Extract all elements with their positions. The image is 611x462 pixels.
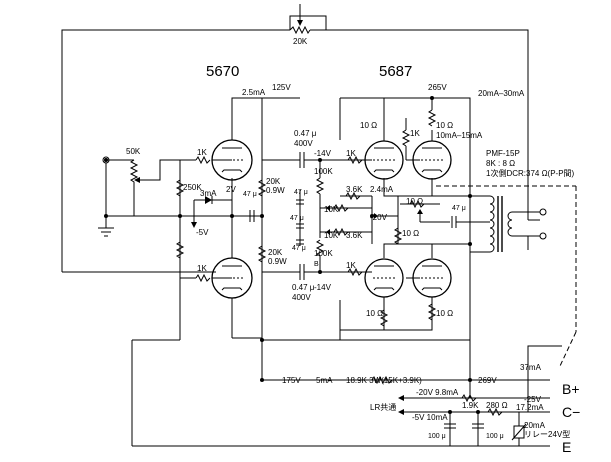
top-pot-label: 20K [293,37,308,46]
bias-pot1-label: 10K [324,205,339,214]
cap100b-label: 100 μ [486,433,504,440]
neg-bot-label: -14V [314,283,332,292]
cap-top-v: 400V [294,139,313,148]
driver-tube-top [211,110,253,181]
relay-current-label: 20mA [524,421,546,430]
b-resistor-label: 18.9K 3W(15K+3.9K) [346,376,422,385]
grid-leak-top-label: 100K [314,167,333,176]
output-wiring [339,97,490,340]
r280-label: 280 Ω [486,401,508,410]
driver-grid-r-top-label: 1K [197,148,207,157]
coupling-network [262,152,398,280]
grid-leak-label: 250K [183,183,202,192]
xfmr-model: PMF-15P [486,149,520,158]
bias-cap3-label: 47 μ [292,245,306,252]
cap100a-label: 100 μ [428,433,446,440]
neg-top-label: -14V [314,149,332,158]
driver-grid-r-bot [195,273,211,283]
grid-leak-resistor-2 [175,241,185,259]
out-cap-label: 47 μ [452,205,466,212]
driver-grid-r-bot-label: 1K [197,264,207,273]
grid-leak-bot-label: 100K [314,249,333,258]
relay-current-top: 37mA [520,363,542,372]
balance-r-label: 10 Ω [406,197,423,206]
lr-common-label: LR共通 [370,402,396,412]
cap-bot-v: 400V [292,293,311,302]
driver-cap-label: 47 μ [243,191,257,198]
grid-leak-resistor [175,179,185,197]
output-current-label: 20mA–30mA [478,89,525,98]
input-pot-label: 50K [126,147,141,156]
stopper-top-label: 10 Ω [360,121,377,130]
load-r-bot-label: 20K [268,248,283,257]
load-r-bot-w: 0.9W [268,257,287,266]
cap-bot-label: 0.47 μ [292,283,315,292]
marker-label: B [314,261,319,268]
tail-v-label: -20V [370,213,388,222]
screen-r-label: 1K [410,129,420,138]
cathode-r-top-current: 10mA–15mA [436,131,483,140]
cathode-r-bot-label: 10 Ω [436,309,453,318]
ref-v-label: -5V [196,228,209,237]
cathode-r-top-label: 10 Ω [436,121,453,130]
load-r-top [257,179,267,197]
bias-r2-label: 3.6K [346,231,363,240]
balance-r2-label: 10 Ω [402,229,419,238]
bias-diode [191,196,232,228]
output-transformer [470,195,547,253]
rail-label-e: E [562,439,571,455]
driver-wiring [106,97,300,380]
neg25-label: -25V [524,395,542,404]
bias-pot2-label: 10K [324,231,339,240]
b-plus-low-label: 269V [478,376,497,385]
driver-tube-bottom [211,257,253,338]
xfmr-dcr: 1次側DCR:374 Ω(P-P間) [486,168,575,178]
load-r-top-label: 20K [266,177,281,186]
power-rails [131,236,562,447]
b-current-label: 5mA [316,376,333,385]
output-tube-title: 5687 [379,63,412,80]
driver-grid-r-top [195,155,211,165]
driver-tube-title: 5670 [206,63,239,80]
load-r-top-w: 0.9W [266,186,285,195]
xfmr-ratio: 8K : 8 Ω [486,159,515,168]
r1k9-label: 1.9K [462,401,479,410]
stopper-bot-label: 10 Ω [366,309,383,318]
output-bv-label: 265V [428,83,447,92]
bias-r1-label: 3.6K [346,185,363,194]
top-feedback-wiring [61,4,529,273]
out-grid-r-top: 1K [346,149,356,158]
output-tube-bot-left [364,258,404,298]
neg20-label: -20V 9.8mA [416,388,459,397]
b-plus-label: 175V [282,376,301,385]
bias-cap1-label: 47 μ [294,189,308,196]
cap-top-label: 0.47 μ [294,129,317,138]
tail-current-label: 2.4mA [370,185,394,194]
driver-current-label: 2.5mA [242,88,266,97]
relay-label: リレー24V型 [524,430,570,439]
bias-cap2-label: 47 μ [290,215,304,222]
junction-dots [104,96,480,414]
neg5-label: -5V 10mA [412,413,448,422]
input-volume-pot [98,156,180,237]
rail-label-bplus: B+ [562,381,580,397]
out-grid-r-bot: 1K [346,261,356,270]
rail-label-cminus: C− [562,404,580,420]
bias-v-label: 2V [226,185,236,194]
diode-current-label: 3mA [200,189,217,198]
driver-bv-label: 125V [272,83,291,92]
driver-cathode-cap [249,210,255,222]
neg25-current: 17.2mA [516,403,544,412]
xfmr-dashed-diag [559,331,577,367]
load-r-bot [257,245,267,263]
